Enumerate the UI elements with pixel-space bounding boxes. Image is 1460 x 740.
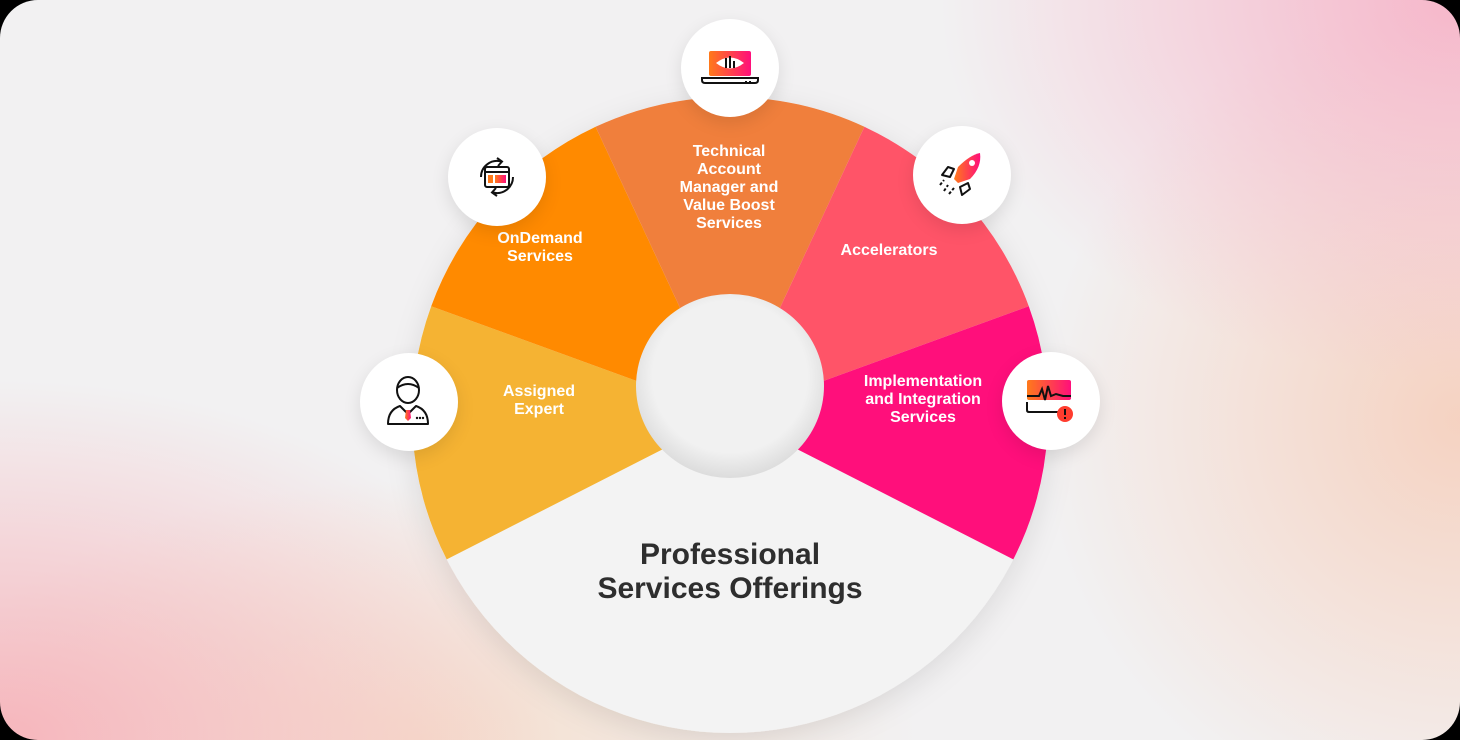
diagram-title: Professional Services Offerings [597,538,863,605]
segment-label-technical-account-manager: Technical Account Manager and Value Boos… [679,143,779,232]
wheel-center-hole [636,294,824,478]
person-icon [360,353,458,451]
segment-label-implementation-integration: Implementation and Integration Services [863,373,983,426]
segment-label-ondemand-services: OnDemand Services [497,230,583,265]
segment-implementation-integration [730,306,1048,560]
segment-assigned-expert [412,306,730,560]
laptop-eye-icon [681,19,779,117]
refresh-window-icon [448,128,546,226]
rocket-icon [913,126,1011,224]
segment-label-assigned-expert: Assigned Expert [502,383,576,418]
segment-technical-account-manager [595,97,865,416]
monitor-alert-icon [1002,352,1100,450]
segment-label-accelerators: Accelerators [840,242,938,259]
